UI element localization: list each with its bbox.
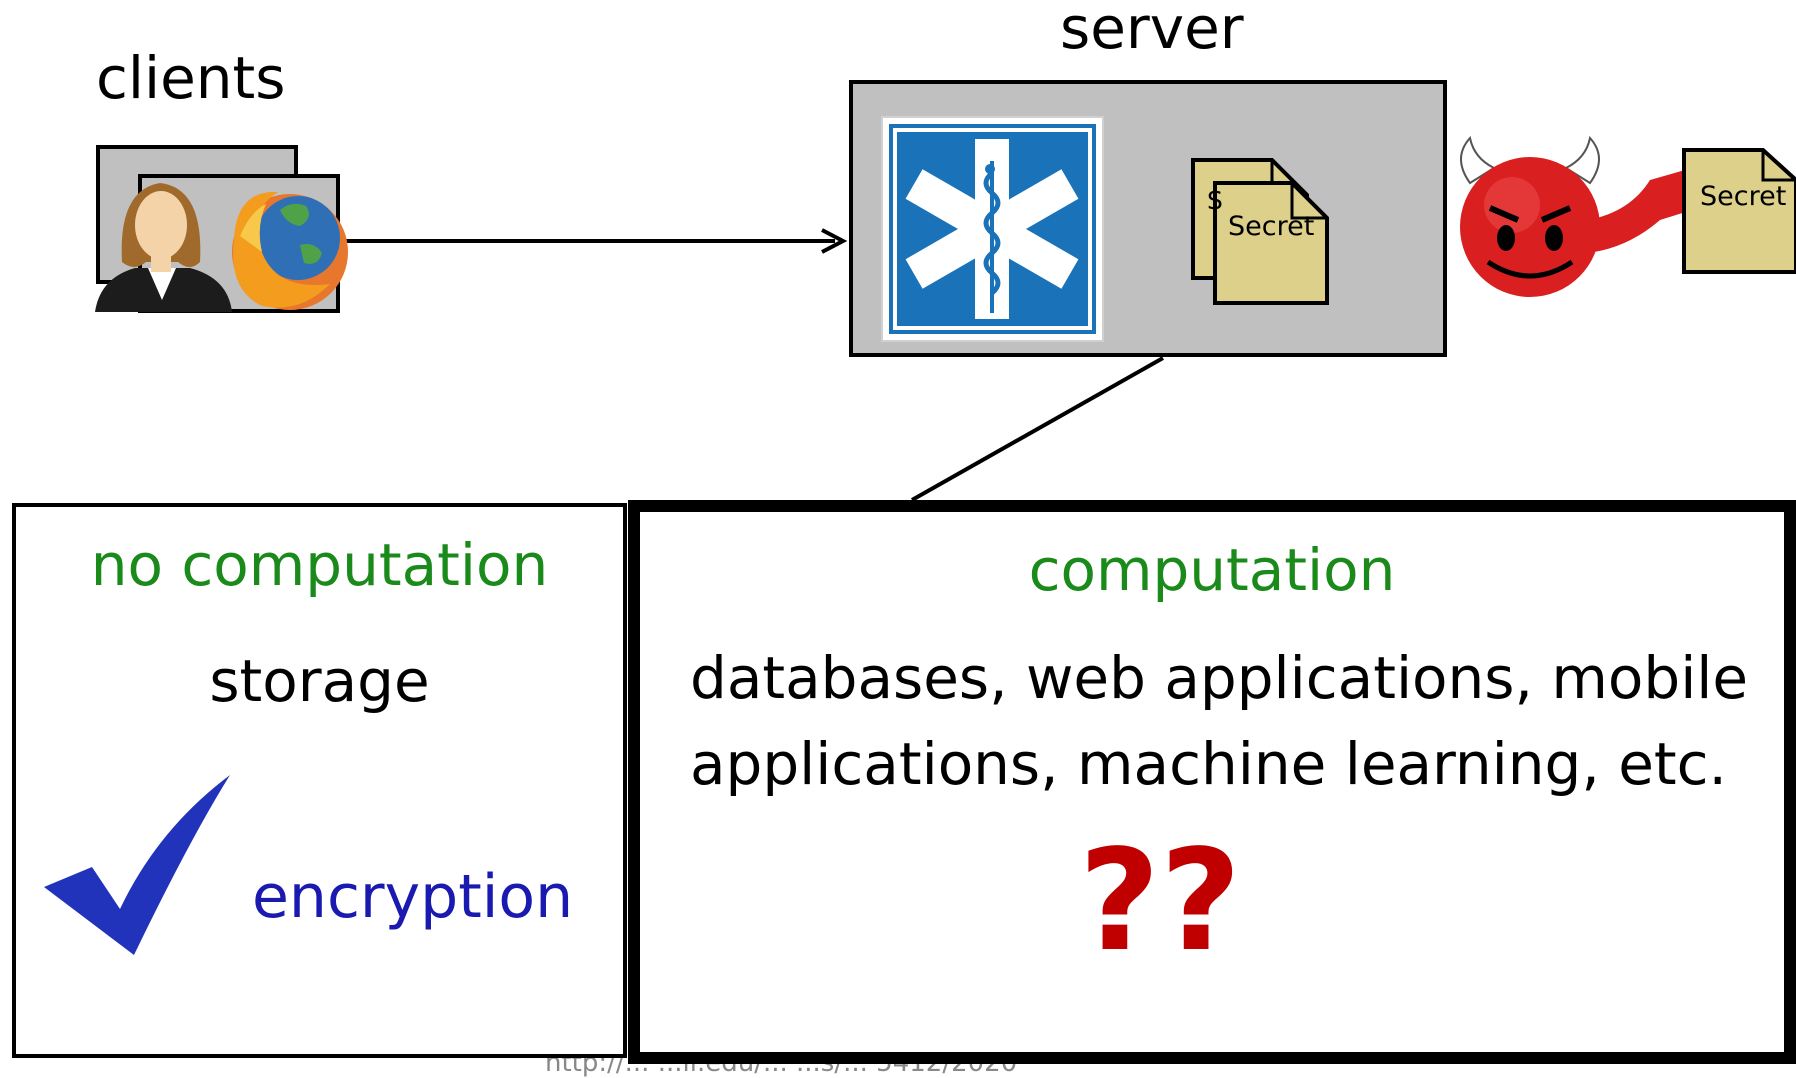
computation-examples-line2: applications, machine learning, etc. [690, 730, 1727, 798]
encryption-label: encryption [252, 862, 574, 932]
document-icon [1191, 158, 1329, 305]
computation-heading: computation [1028, 536, 1396, 604]
server-label: server [1060, 0, 1244, 62]
server-to-computation-line [911, 356, 1164, 502]
computation-panel: computation databases, web applications,… [628, 500, 1796, 1064]
no-computation-heading: no computation [90, 531, 549, 599]
user-icon [95, 183, 232, 312]
star-of-life-icon [881, 116, 1104, 342]
firefox-icon [232, 191, 348, 310]
stolen-document-icon [1682, 148, 1796, 274]
clients-label: clients [96, 44, 286, 112]
stolen-document-label: Secret [1700, 181, 1787, 212]
checkmark-icon [44, 775, 230, 955]
back-document-label: S [1207, 186, 1223, 215]
storage-label: storage [209, 647, 430, 715]
computation-examples-line1: databases, web applications, mobile [690, 644, 1749, 712]
devil-icon [1460, 135, 1692, 297]
front-document-label: Secret [1228, 211, 1315, 242]
no-computation-panel: no computation storage encryption [12, 503, 627, 1058]
unknown-solution-marks: ?? [1078, 820, 1242, 983]
client-to-server-arrow [345, 228, 848, 254]
